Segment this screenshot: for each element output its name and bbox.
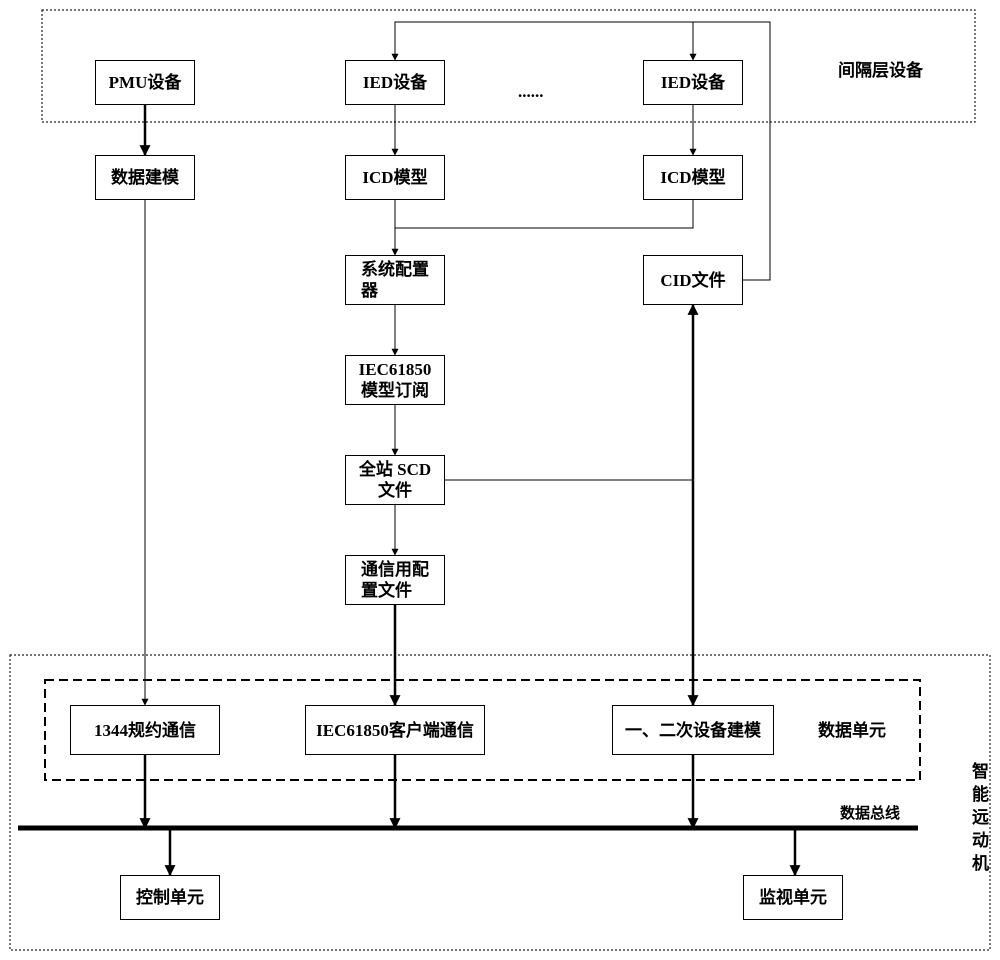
ied-device-box-2: IED设备 [643,60,743,105]
station-scd-file-line-2: 文件 [377,481,412,500]
device-modeling-label: 一、二次设备建模 [625,720,761,740]
control-unit-label: 控制单元 [136,888,204,907]
bay-layer-label: 间隔层设备 [838,61,923,80]
ied-device-label-1: IED设备 [362,73,428,92]
icd-model-box-2: ICD模型 [643,155,743,200]
smart-rtu-region [9,654,991,951]
iec61850-client-box: IEC61850客户端通信 [305,705,485,755]
protocol-1344-box: 1344规约通信 [70,705,220,755]
ied-device-label-2: IED设备 [660,73,726,92]
data-modeling-box: 数据建模 [95,155,195,200]
bay-layer-region [41,9,976,123]
station-scd-file-line-1: 全站 SCD [358,460,432,479]
iec61850-subscription-line-2: 模型订阅 [360,381,429,400]
cid-file-label: CID文件 [660,270,726,290]
pmu-device-label: PMU设备 [108,73,182,92]
iec61850-client-label: IEC61850客户端通信 [316,720,474,740]
iec61850-subscription-box: IEC61850 模型订阅 [345,355,445,405]
protocol-1344-label: 1344规约通信 [94,720,196,740]
control-unit-box: 控制单元 [120,875,220,920]
ellipsis-label: ...... [518,82,544,101]
icd-model-box-1: ICD模型 [345,155,445,200]
data-bus-label: 数据总线 [840,806,901,822]
pmu-device-box: PMU设备 [95,60,195,105]
icd-model-label-2: ICD模型 [660,168,726,187]
cid-file-box: CID文件 [643,255,743,305]
line-icd2-merge [395,200,694,229]
monitor-unit-label: 监视单元 [759,888,827,907]
system-configurator-line-1: 系统配置 [361,260,429,279]
iec61850-subscription-label: IEC61850 模型订阅 [359,359,432,401]
data-unit-region [44,679,921,781]
smart-rtu-label: 智能远动机 [969,762,988,877]
iec61850-subscription-line-1: IEC61850 [358,360,432,379]
system-configurator-line-2: 器 [361,281,378,300]
data-unit-label: 数据单元 [818,721,886,740]
ied-device-box-1: IED设备 [345,60,445,105]
comm-config-file-label: 通信用配 置文件 [361,559,429,601]
comm-config-file-line-1: 通信用配 [361,560,429,579]
system-configurator-box: 系统配置 器 [345,255,445,305]
station-scd-file-label: 全站 SCD 文件 [359,459,431,501]
comm-config-file-line-2: 置文件 [361,581,412,600]
device-modeling-box: 一、二次设备建模 [612,705,774,755]
icd-model-label-1: ICD模型 [362,168,428,187]
arrow-cid-feedback-to-ied1 [391,21,771,281]
data-modeling-label: 数据建模 [111,168,179,187]
station-scd-file-box: 全站 SCD 文件 [345,455,445,505]
system-configurator-label: 系统配置 器 [361,259,429,301]
monitor-unit-box: 监视单元 [743,875,843,920]
comm-config-file-box: 通信用配 置文件 [345,555,445,605]
